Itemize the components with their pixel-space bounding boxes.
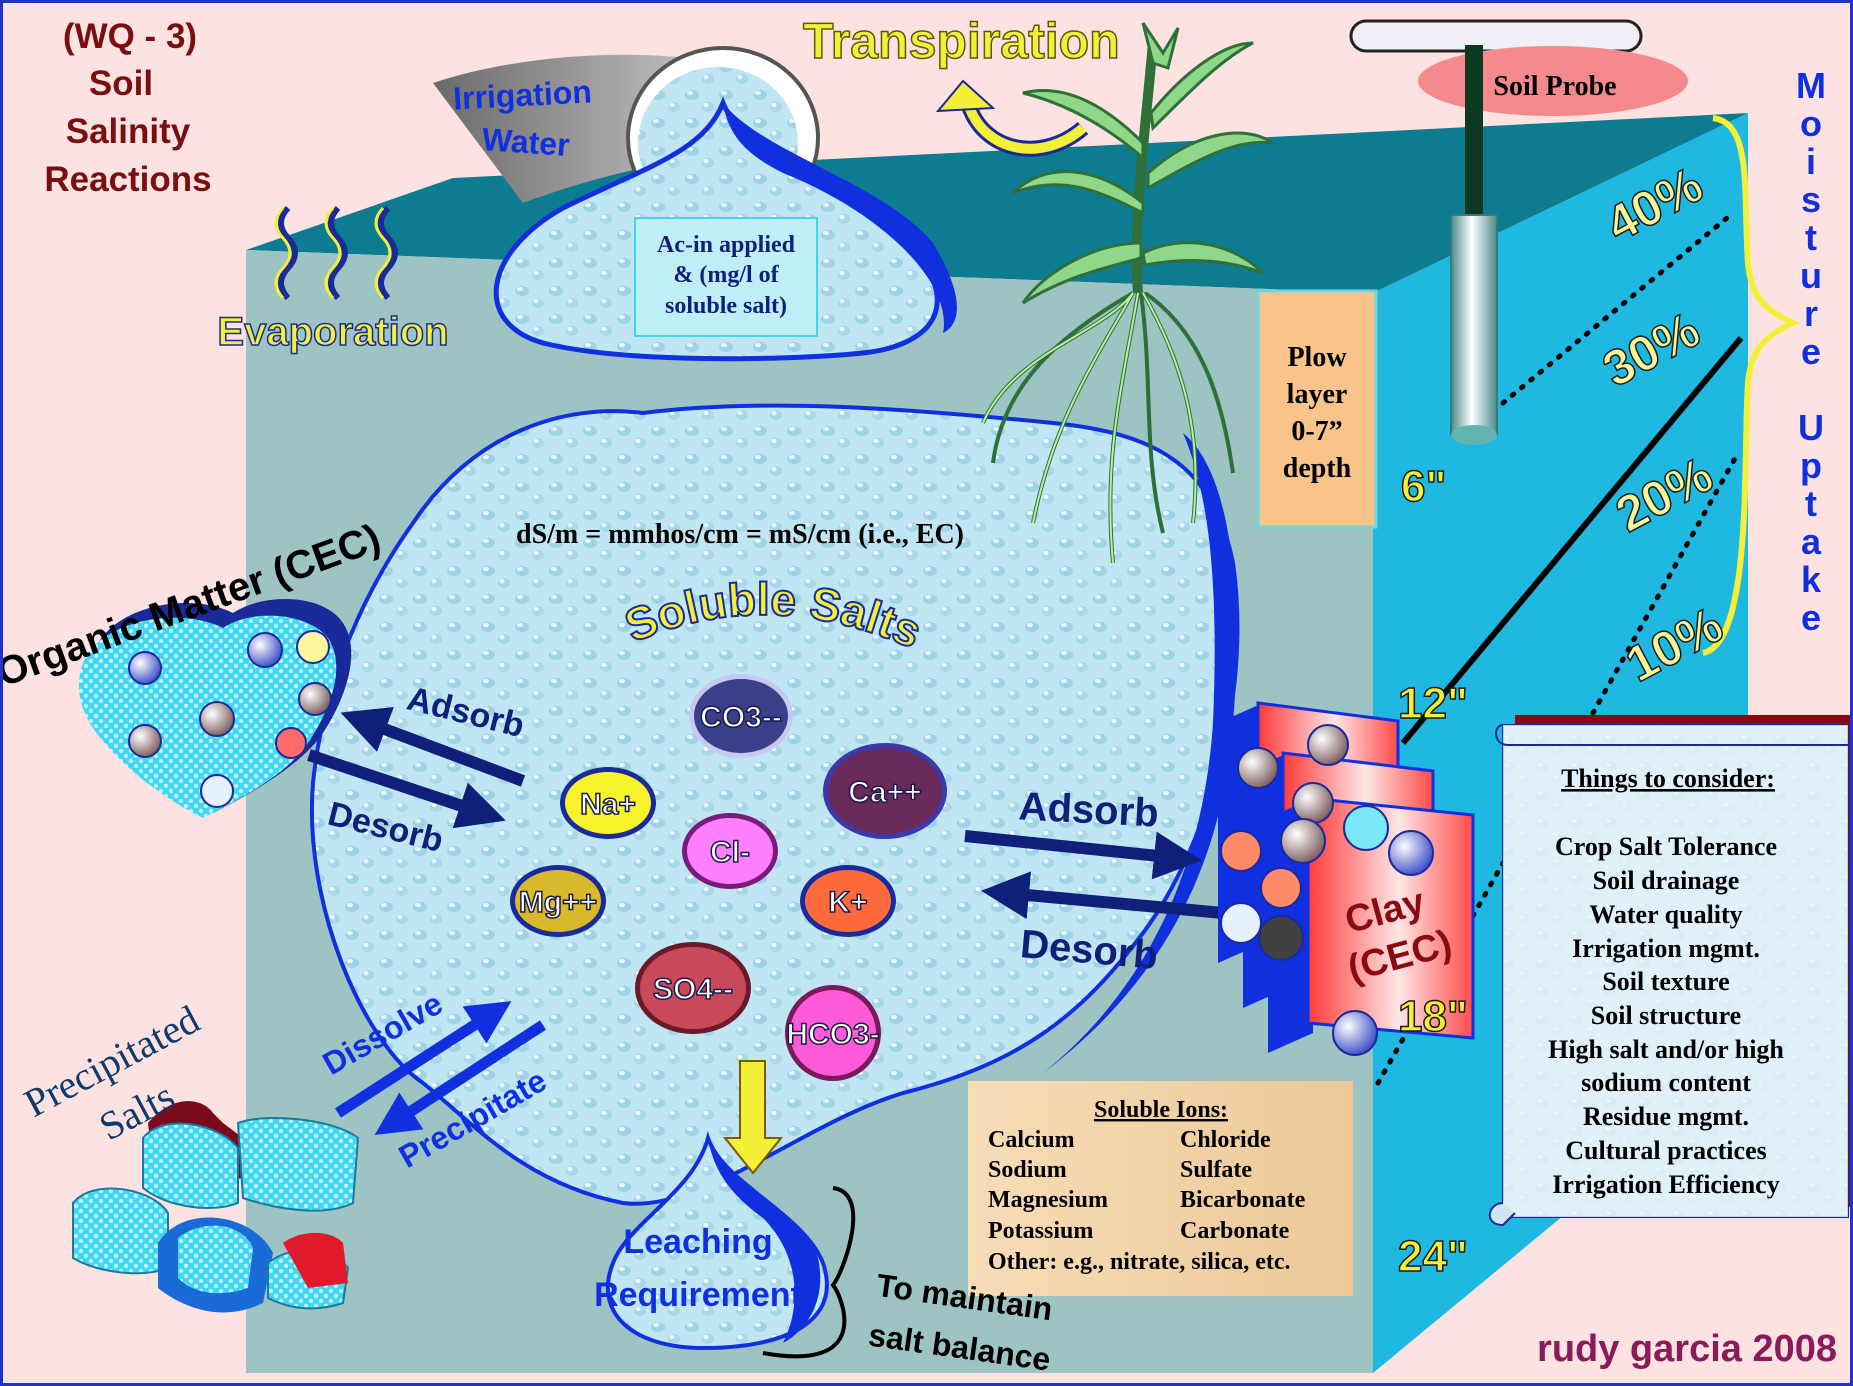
consider-item-2: Soil drainage — [1593, 866, 1740, 895]
transpiration-label: Transpiration — [803, 13, 1120, 69]
ion-label: Na+ — [580, 788, 636, 821]
title-line-3: Salinity — [66, 112, 191, 151]
plow-line-4: depth — [1283, 453, 1352, 484]
ion-hco3: HCO3- — [785, 985, 881, 1081]
plow-line-1: Plow — [1287, 342, 1347, 373]
ion-name-other: Other: e.g., nitrate, silica, etc. — [988, 1249, 1291, 1275]
applied-line-1: Ac-in applied — [657, 232, 796, 258]
depth-label-24: 24" — [1398, 1232, 1468, 1281]
depth-label-12: 12" — [1398, 679, 1468, 728]
soluble-ions-heading: Soluble Ions: — [1094, 1097, 1228, 1123]
plow-line-3: 0-7” — [1291, 416, 1342, 447]
consider-item-11: Irrigation Efficiency — [1552, 1170, 1779, 1199]
title-line-4: Reactions — [44, 160, 211, 199]
soil-salinity-diagram: CO3-- Na+ Ca++ Cl- Mg++ K+ SO4-- HCO3- Soluble … — [3, 3, 1853, 1386]
title-line-2: Soil — [89, 64, 153, 103]
consider-item-9: Residue mgmt. — [1583, 1102, 1749, 1131]
ec-formula: dS/m = mmhos/cm = mS/cm (i.e., EC) — [516, 519, 964, 550]
ion-label: K+ — [828, 886, 867, 919]
depth-label-6: 6" — [1401, 462, 1446, 511]
consider-item-10: Cultural practices — [1565, 1136, 1766, 1165]
consider-item-1: Crop Salt Tolerance — [1555, 832, 1777, 861]
consider-item-4: Irrigation mgmt. — [1572, 934, 1760, 963]
evaporation-label: Evaporation — [217, 310, 448, 354]
ion-so4: SO4-- — [635, 942, 751, 1034]
ion-k: K+ — [800, 865, 896, 937]
applied-line-3: soluble salt) — [665, 293, 787, 319]
ion-label: Cl- — [710, 836, 750, 869]
considerations-heading: Things to consider: — [1561, 764, 1775, 793]
ion-label: HCO3- — [786, 1018, 879, 1051]
credit-label: rudy garcia 2008 — [1537, 1328, 1837, 1370]
ion-na: Na+ — [560, 767, 656, 839]
consider-item-6: Soil structure — [1591, 1001, 1741, 1030]
irrigation-label-2: Water — [481, 121, 571, 163]
ion-cl: Cl- — [682, 813, 778, 889]
ion-name-left-1: Calcium — [988, 1127, 1075, 1153]
consider-item-7: High salt and/or high — [1548, 1035, 1784, 1064]
probe-tip — [1451, 425, 1497, 445]
ion-label: Ca++ — [848, 776, 921, 809]
adsorb-right-label: Adsorb — [1018, 784, 1160, 835]
leaching-label-1: Leaching — [623, 1223, 772, 1261]
probe-sensor — [1451, 215, 1497, 435]
ion-name-left-3: Magnesium — [988, 1187, 1108, 1213]
irrigation-label-1: Irrigation — [452, 73, 592, 116]
ion-name-right-2: Sulfate — [1180, 1157, 1252, 1183]
transpiration-arrowhead — [938, 81, 993, 111]
plow-line-2: layer — [1287, 379, 1348, 410]
depth-label-18: 18" — [1398, 992, 1468, 1041]
applied-line-2: & (mg/l of — [673, 262, 779, 288]
ion-mg: Mg++ — [510, 865, 606, 937]
consider-item-3: Water quality — [1589, 900, 1742, 929]
probe-handle — [1351, 21, 1641, 51]
ion-label: Mg++ — [519, 886, 597, 919]
ion-name-right-3: Bicarbonate — [1180, 1187, 1306, 1213]
ion-name-right-4: Carbonate — [1180, 1218, 1290, 1244]
consider-item-8: sodium content — [1581, 1068, 1751, 1097]
soil-probe-label: Soil Probe — [1493, 71, 1616, 102]
ion-name-left-2: Sodium — [988, 1157, 1067, 1183]
ion-label: CO3-- — [700, 701, 782, 734]
consider-item-5: Soil texture — [1602, 967, 1729, 996]
ion-name-left-4: Potassium — [988, 1218, 1093, 1244]
ion-label: SO4-- — [653, 973, 733, 1006]
ion-name-right-1: Chloride — [1180, 1127, 1271, 1153]
leaching-label-2: Requirement — [594, 1276, 802, 1314]
probe-shaft — [1465, 45, 1483, 225]
ion-ca: Ca++ — [823, 743, 947, 839]
ion-co3: CO3-- — [689, 674, 793, 758]
title-line-1: (WQ - 3) — [63, 17, 197, 56]
